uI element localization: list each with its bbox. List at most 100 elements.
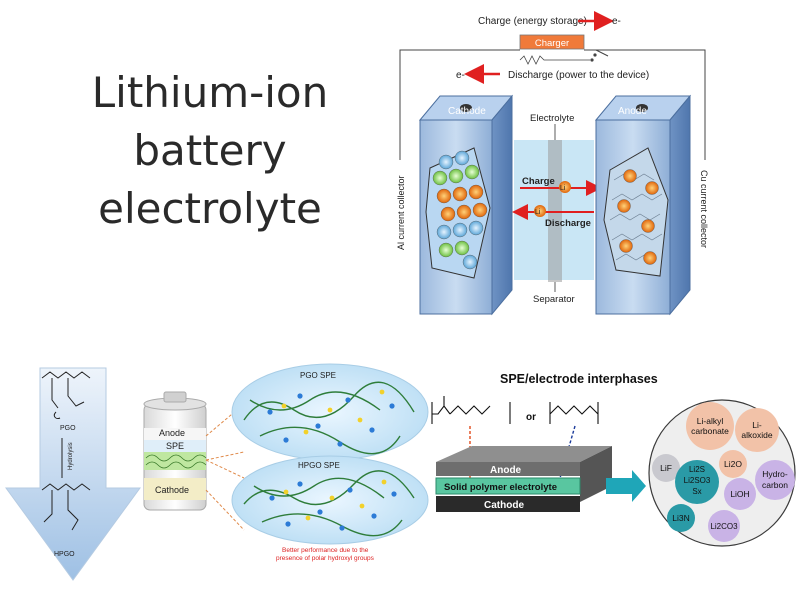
hpgo-label: HPGO: [54, 551, 75, 558]
anode-box: Anode: [594, 94, 692, 316]
cell-cathode-label: Cathode: [155, 485, 189, 495]
title-line-1: Lithium-ion: [91, 68, 329, 117]
anode-li-particle: [645, 181, 659, 195]
cathode-particle: [438, 154, 454, 170]
hpgo-structure: [41, 483, 91, 531]
cathode-particle: [464, 164, 480, 180]
or-label: or: [526, 412, 536, 423]
li-ion: [534, 205, 546, 217]
pgo-label: PGO: [60, 425, 76, 432]
resistor: [519, 55, 590, 65]
li3n-label: Li3N: [672, 513, 689, 523]
electrolyte-label: Electrolyte: [530, 113, 574, 124]
pgo-hydrolysis-panel: PGO Hydrolysis HPGO Anode SPE Cathode: [5, 363, 429, 581]
lioh: LiOH: [724, 478, 756, 510]
hydrocarbon-label-1: Hydro-: [762, 469, 788, 479]
cathode-particle: [462, 254, 478, 270]
ion-charge-label: Charge: [522, 176, 555, 187]
discharge-label: Discharge (power to the device): [508, 70, 649, 81]
down-arrow: [5, 367, 141, 581]
li-alkoxide: Li- alkoxide: [735, 408, 779, 452]
cathode-particle: [436, 188, 452, 204]
cathode-label: Cathode: [448, 106, 486, 117]
cathode-particle: [452, 186, 468, 202]
discharge-e-label: e-: [456, 70, 465, 81]
pointer-arrow: [606, 470, 646, 502]
li-ion-label: Li: [535, 209, 541, 216]
battery-cell: Anode SPE Cathode: [143, 391, 207, 511]
cathode-particle: [454, 240, 470, 256]
ion-discharge-label: Discharge: [545, 218, 591, 229]
hydrolysis-label: Hydrolysis: [68, 442, 74, 470]
anode-li-particle: [619, 239, 633, 253]
anode-layer: [436, 462, 580, 476]
cathode-particle: [448, 168, 464, 184]
anode-li-particle: [623, 169, 637, 183]
cathode-particle: [456, 204, 472, 220]
interphase-panel: SPE/electrode interphases or Anode Solid…: [431, 372, 796, 547]
cathode-particle: [452, 222, 468, 238]
li-alkyl-label-1: Li-alkyl: [697, 416, 724, 426]
cell-spe-label: SPE: [166, 441, 184, 451]
cathode-particles: [432, 150, 488, 270]
pgo-structure: [41, 371, 91, 419]
cathode-particle: [468, 184, 484, 200]
li-ion: [559, 181, 571, 193]
li-alkoxide-label-2: alkoxide: [741, 430, 772, 440]
sx-label: Sx: [692, 487, 701, 496]
anode-particles: [617, 169, 659, 265]
interphase-spe-label: Solid polymer electrolyte: [444, 482, 557, 493]
cathode-particle: [436, 224, 452, 240]
interphase-cathode-label: Cathode: [484, 500, 524, 511]
li2s-label: Li2S: [689, 465, 705, 474]
switch-dot: [593, 53, 597, 57]
switch-dot: [590, 58, 594, 62]
charger-label: Charger: [535, 38, 569, 49]
li-alkoxide-label-1: Li-: [752, 420, 762, 430]
li2o: Li2O: [719, 450, 747, 478]
top-wire-right: [584, 49, 706, 160]
cathode-particle: [440, 206, 456, 222]
ether-polymer-structure: [549, 402, 599, 424]
pgo-spe-ellipse: PGO SPE: [231, 363, 429, 461]
anode-li-particle: [641, 219, 655, 233]
carbonate-polymer-structure: [431, 396, 511, 424]
pgo-spe-label: PGO SPE: [300, 371, 336, 380]
top-wire: [399, 49, 520, 160]
hydrocarbon: Hydro- carbon: [755, 460, 795, 500]
lif-label: LiF: [660, 463, 672, 473]
cathode-particle: [454, 150, 470, 166]
li2co3: Li2CO3: [708, 510, 740, 542]
li3n: Li3N: [667, 504, 695, 532]
hpgo-spe-ellipse: HPGO SPE: [231, 455, 429, 545]
page-title: Lithium-ion battery electrolyte: [60, 64, 360, 238]
cathode-box: Cathode: [418, 94, 514, 316]
li-alkyl-label-2: carbonate: [691, 426, 729, 436]
anode-layer-top: [436, 446, 612, 462]
interphase-title: SPE/electrode interphases: [500, 372, 658, 386]
switch-lever: [595, 49, 609, 57]
cell-anode-label: Anode: [159, 428, 185, 438]
caption-line-2: presence of polar hydroxyl groups: [276, 555, 375, 562]
spe-layer: [435, 477, 581, 495]
li-ion-label: Li: [560, 185, 566, 192]
anode-li-particle: [643, 251, 657, 265]
interphase-anode-label: Anode: [490, 465, 522, 476]
hydrocarbon-label-2: carbon: [762, 480, 788, 490]
hpgo-spe-label: HPGO SPE: [298, 461, 340, 470]
title-line-2: battery: [133, 126, 287, 175]
cathode-layer: [436, 496, 580, 512]
cathode-particle: [438, 242, 454, 258]
anode-label: Anode: [618, 106, 647, 117]
charge-label: Charge (energy storage): [478, 16, 587, 27]
li2o-label: Li2O: [724, 459, 742, 469]
al-collector-label: Al current collector: [396, 175, 406, 250]
charger-box: [519, 34, 585, 50]
caption-line-1: Better performance due to the: [282, 547, 369, 554]
separator-label: Separator: [533, 294, 575, 305]
li2s-group: Li2S Li2SO3 Sx: [675, 460, 719, 504]
cathode-particle: [472, 202, 488, 218]
battery-diagram: Charge (energy storage) e- Charger e- Di…: [396, 11, 709, 316]
li2so3-label: Li2SO3: [684, 476, 711, 485]
